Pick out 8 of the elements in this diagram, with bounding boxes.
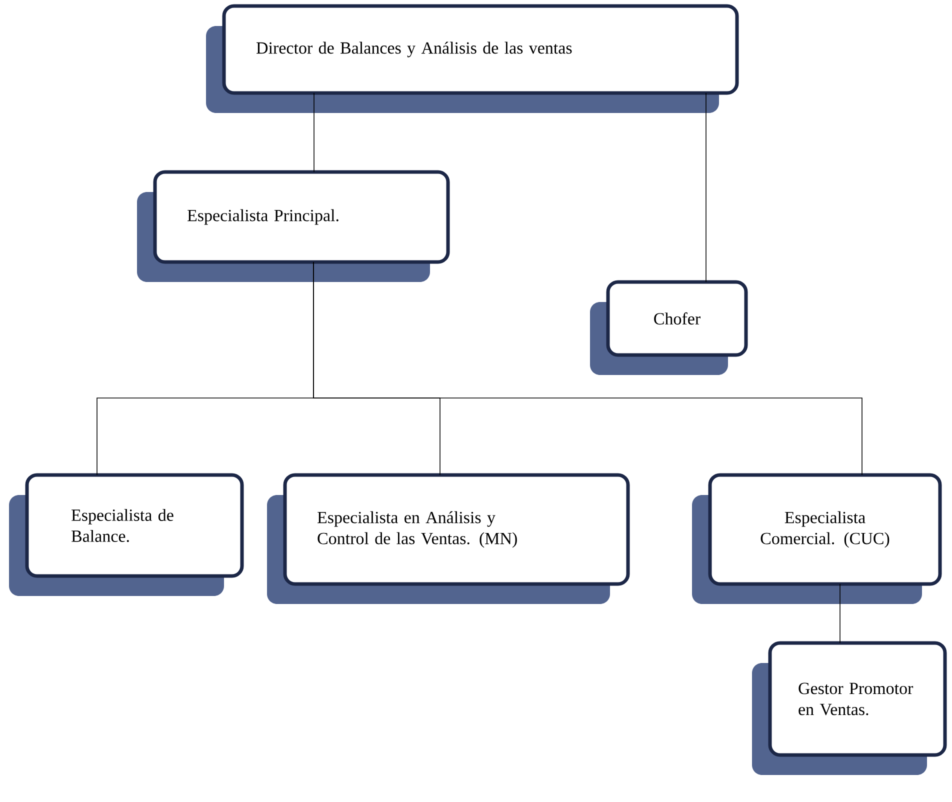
- org-box: Especialista Comercial. (CUC): [692, 473, 942, 604]
- org-box: Director de Balances y Análisis de las ventas: [206, 4, 739, 113]
- connector-line: [313, 262, 862, 476]
- org-box: Especialista de Balance.: [9, 473, 244, 596]
- org-box: Chofer: [590, 280, 748, 375]
- org-box: Gestor Promotor en Ventas.: [752, 641, 947, 775]
- org-box: Especialista Principal.: [137, 170, 450, 282]
- org-box: Especialista en Análisis y Control de las Ventas. (MN): [267, 473, 630, 604]
